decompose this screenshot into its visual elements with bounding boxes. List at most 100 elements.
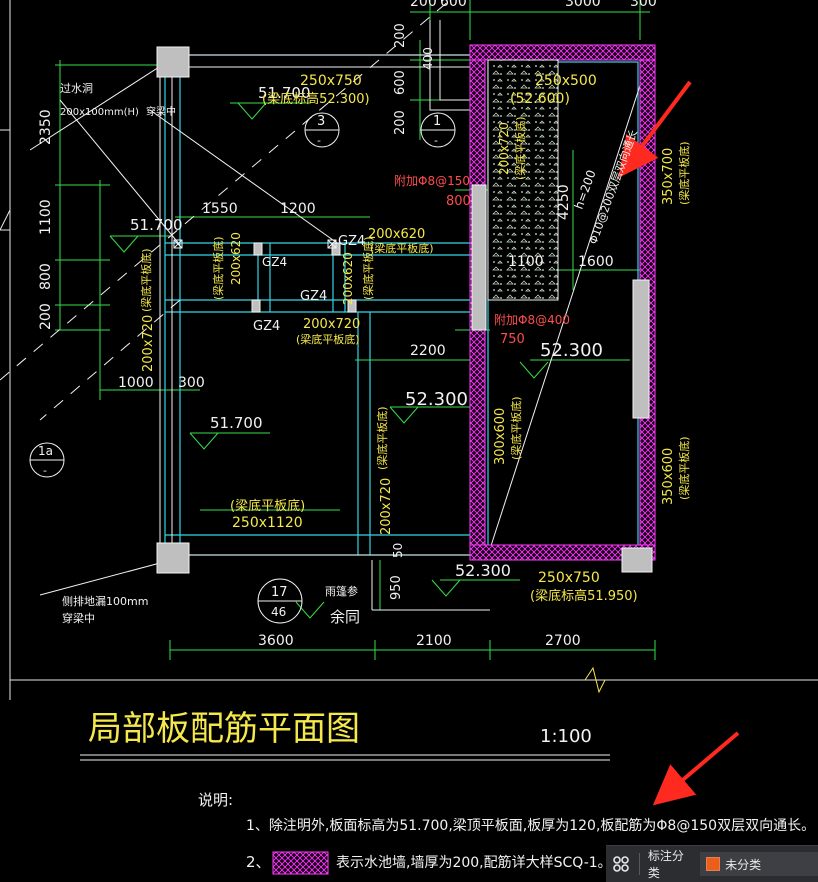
rebar-note-r2: 附加Φ8@400 <box>494 313 570 327</box>
top-dim-200: 200 <box>410 0 437 10</box>
frame-lines <box>0 0 818 700</box>
beam-b15-note: (梁底平板底) <box>513 116 527 180</box>
dim-300: 300 <box>178 375 205 391</box>
level-51700-a: 51.700 <box>258 84 311 102</box>
dim-50: 50 <box>391 543 405 558</box>
dim-4250: 4250 <box>556 184 572 220</box>
beam-b4-note: (梁底平板底) <box>211 236 225 300</box>
beam-b15: 200x720 <box>497 122 511 175</box>
level-51700-b: 51.700 <box>130 216 183 234</box>
dim-950: 950 <box>389 575 404 600</box>
beam-b5: 200x720 <box>303 317 360 332</box>
dimension-lines <box>55 0 656 660</box>
leader-line-2 <box>149 109 341 246</box>
beam-b11-note: (梁底平板底) <box>509 396 523 460</box>
beam-b13-note: (梁底标高51.950) <box>530 588 638 604</box>
note-2-prefix: 2、 <box>246 853 271 871</box>
callout-1-bot: - <box>434 134 438 147</box>
column-gz4-b: GZ4 <box>338 234 365 249</box>
dim-800: 800 <box>446 194 471 209</box>
beam-b11: 300x600 <box>493 408 508 465</box>
beam-b12: 350x600 <box>661 448 676 505</box>
beam-b4: 200x620 <box>229 232 243 285</box>
annotation-drain-size: 200x100mm(H) <box>60 107 139 118</box>
bottom-dim-2100: 2100 <box>416 633 452 649</box>
beam-b5-note: (梁底平板底) <box>296 332 360 346</box>
beam-b8-note: (梁底平板底) <box>230 498 305 514</box>
toolbar-divider <box>638 853 640 875</box>
column-gz4-d: GZ4 <box>253 319 280 334</box>
note-1: 1、除注明外,板面标高为51.700,梁顶平板面,板厚为120,板配筋为Φ8@1… <box>246 817 815 834</box>
annotation-drain-hole: 过水洞 <box>60 82 93 95</box>
category-dropdown[interactable]: 未分类 <box>700 852 818 876</box>
beam-b6-note: (梁底平板底) <box>361 236 375 300</box>
drawing-title: 局部板配筋平面图 <box>88 709 360 749</box>
callout-1a-top: 1a <box>38 444 53 458</box>
dim-2200: 2200 <box>410 343 446 359</box>
dashed-diagonal-2 <box>39 299 181 421</box>
beam-b3-note: (梁底平板底) <box>370 241 434 255</box>
grid-icon[interactable] <box>608 850 635 878</box>
beam-b10-note: (梁底平板底) <box>677 141 691 205</box>
annotation-same-rest: 余同 <box>330 608 360 626</box>
dim-400: 400 <box>421 47 435 70</box>
column-gz4-c: GZ4 <box>300 289 327 304</box>
callout-circles <box>29 112 456 624</box>
beam-b7: 200x720 <box>141 315 156 372</box>
dim-1200: 1200 <box>280 201 316 217</box>
callout-1a-bot: - <box>43 464 47 477</box>
beam-b10: 350x700 <box>661 148 676 205</box>
dim-1550: 1550 <box>202 201 238 217</box>
dim-1100: 1100 <box>508 254 544 270</box>
rebar-note-r1: 附加Φ8@150 <box>394 174 470 188</box>
leader-line-1 <box>59 99 181 246</box>
legend-hatch-swatch <box>272 851 329 875</box>
rebar-diag-note: Φ10@200双层双向通长 <box>586 128 640 246</box>
dim-200b: 200 <box>393 110 408 135</box>
beam-b2-note: (52.600) <box>510 91 570 107</box>
column-gz4-a: GZ4 <box>262 255 287 269</box>
level-51700-c: 51.700 <box>210 414 263 432</box>
callout-1-top: 1 <box>433 114 441 129</box>
label-toolbar: 标注分类 未分类 <box>606 845 818 882</box>
level-52300-c: 52.300 <box>455 561 511 580</box>
rebar-diag-h: h=200 <box>572 168 599 211</box>
beam-b1: 250x750 <box>300 73 362 89</box>
annotation-through-beam-1: 穿梁中 <box>146 105 176 118</box>
left-dim-2350: 2350 <box>38 109 54 145</box>
beam-b2: 250x500 <box>535 73 597 89</box>
x-markers <box>173 239 337 249</box>
category-dropdown-label: 未分类 <box>725 857 762 872</box>
category-color-swatch <box>706 857 721 871</box>
callout-17-top: 17 <box>271 585 288 600</box>
pit-area <box>487 59 559 301</box>
dim-750: 750 <box>500 332 525 347</box>
annotation-through-beam-2: 穿梁中 <box>62 611 95 625</box>
callout-17-bot: 46 <box>271 605 286 619</box>
notes-header: 说明: <box>198 791 233 809</box>
beam-b14-note: (梁底平板底) <box>139 248 153 312</box>
dim-600a: 600 <box>393 70 408 95</box>
beam-b1-note: (梁底标高52.300) <box>262 91 370 107</box>
callout-3-top: 3 <box>317 114 325 129</box>
level-52300-a: 52.300 <box>405 389 468 410</box>
bottom-dim-3600: 3600 <box>258 633 294 649</box>
top-dim-3000: 3000 <box>565 0 601 10</box>
bottom-dim-2700: 2700 <box>545 633 581 649</box>
top-dim-300: 300 <box>630 0 657 10</box>
annotation-floor-drain: 侧排地漏100mm <box>62 594 148 608</box>
dim-200a: 200 <box>393 23 408 48</box>
beam-b13: 250x750 <box>538 570 600 586</box>
level-52300-b: 52.300 <box>540 340 603 361</box>
label-category-button[interactable]: 标注分类 <box>647 849 684 880</box>
dim-1600: 1600 <box>578 254 614 270</box>
annotation-canopy-ref: 雨篷参 <box>325 584 358 598</box>
left-dim-1100: 1100 <box>38 199 54 235</box>
beam-b9: 200x720 <box>379 478 394 535</box>
dashed-diagonal <box>0 0 451 381</box>
beam-b6: 200x620 <box>341 252 355 305</box>
title-underline <box>80 754 610 761</box>
beam-b3: 200x620 <box>368 227 425 242</box>
beam-b8: 250x1120 <box>232 515 303 531</box>
columns <box>156 46 653 574</box>
